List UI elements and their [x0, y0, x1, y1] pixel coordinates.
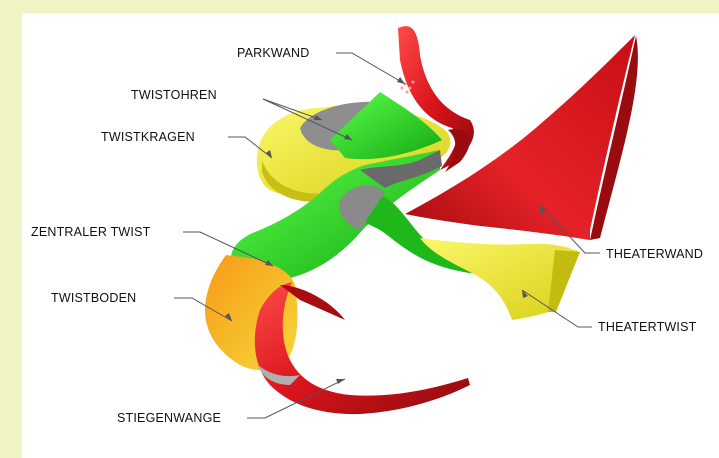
zentraler-twist-grey [339, 185, 385, 230]
parkwand-edge [445, 129, 470, 172]
parkwand-shape [398, 26, 474, 170]
stiegenwange-base [258, 365, 300, 385]
theatertwist-shape [420, 238, 580, 320]
label-theatertwist: THEATERTWIST [598, 320, 697, 334]
stiegenwange-shape [254, 282, 470, 415]
stiegenwange-top [280, 285, 345, 320]
twist-diagram: PARKWAND TWISTOHREN TWISTKRAGEN ZENTRALE… [31, 26, 703, 425]
label-twistohren: TWISTOHREN [131, 88, 217, 102]
twistohren-green [330, 92, 442, 160]
label-twistboden: TWISTBODEN [51, 291, 136, 305]
leader-twistohren-2 [262, 98, 353, 141]
label-twistkragen: TWISTKRAGEN [101, 130, 195, 144]
theaterwand-edge [590, 36, 638, 240]
leader-twistboden [174, 297, 233, 322]
leader-parkwand [336, 52, 406, 85]
leader-theatertwist [521, 289, 592, 328]
leader-twistkragen [228, 136, 273, 159]
leader-twistohren-1 [262, 98, 323, 121]
zentraler-twist-dark [360, 150, 442, 188]
label-parkwand: PARKWAND [237, 46, 309, 60]
label-stiegenwange: STIEGENWANGE [117, 411, 221, 425]
theatertwist-edge [548, 250, 580, 312]
leader-lines [174, 52, 600, 419]
zentraler-twist-center [345, 193, 570, 279]
leader-zentraler-twist [183, 231, 274, 267]
theaterwand-shape [405, 35, 635, 240]
diagram-canvas: PARKWAND TWISTOHREN TWISTKRAGEN ZENTRALE… [22, 13, 719, 458]
label-zentraler-twist: ZENTRALER TWIST [31, 225, 151, 239]
label-theaterwand: THEATERWAND [606, 247, 703, 261]
leader-arrowheads [225, 77, 545, 384]
leader-theaterwand [539, 204, 600, 254]
leader-stiegenwange [247, 378, 346, 419]
